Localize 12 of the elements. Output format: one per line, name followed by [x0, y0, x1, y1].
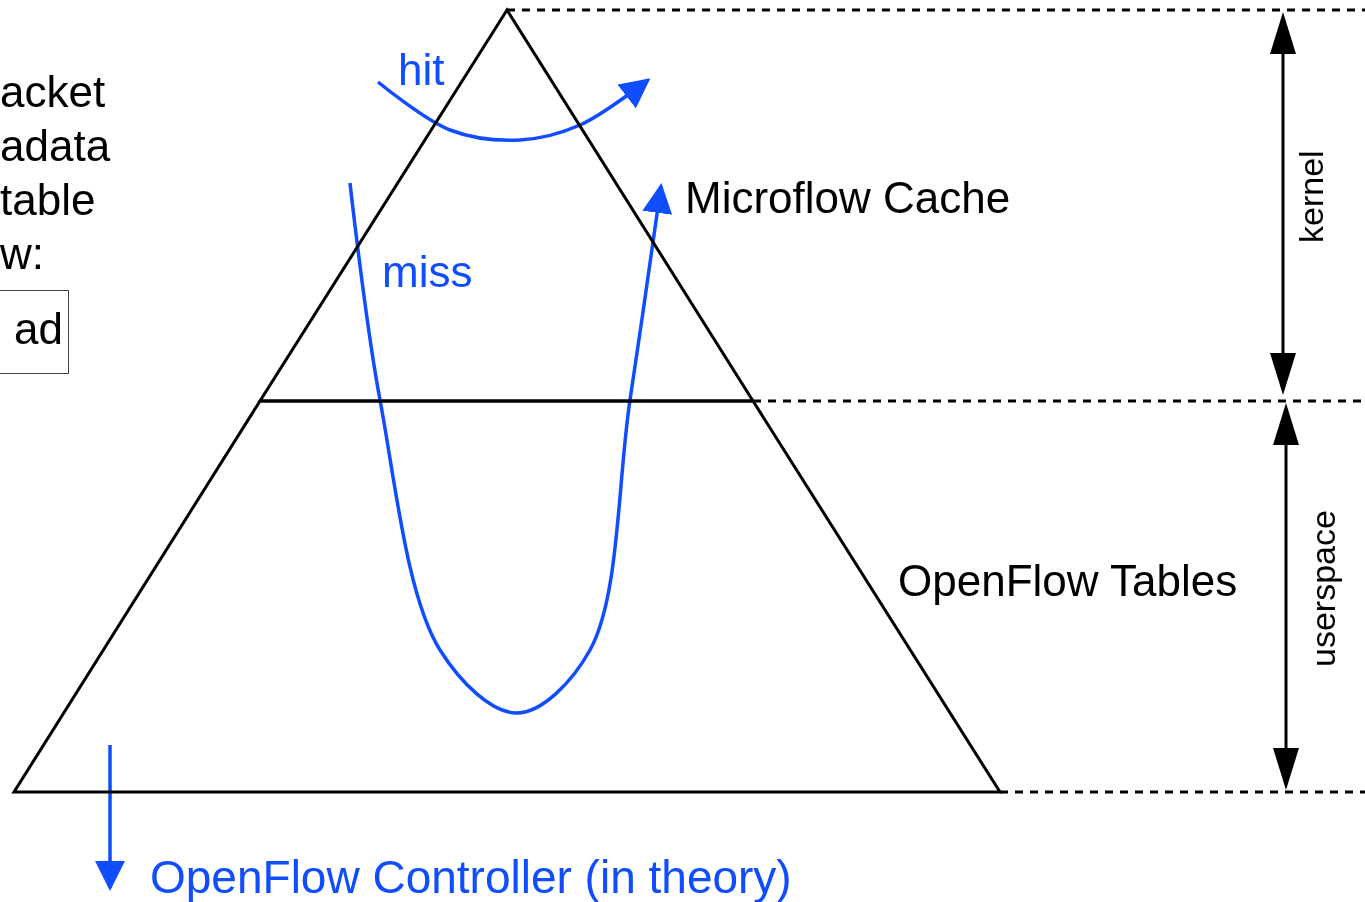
clipped-text: w:: [0, 232, 44, 276]
region-label: OpenFlow Tables: [898, 559, 1238, 603]
clipped-text: adata: [0, 124, 111, 168]
text-box: ad: [0, 290, 69, 374]
clipped-text: acket: [0, 70, 106, 114]
dimension-label: userspace: [1306, 510, 1340, 667]
arrow: [348, 182, 673, 715]
arrow: [376, 78, 651, 142]
region-label: Microflow Cache: [685, 176, 1011, 220]
arrow: [95, 745, 125, 891]
dimension-label: kernel: [1294, 150, 1328, 243]
clipped-text: table: [0, 178, 96, 222]
